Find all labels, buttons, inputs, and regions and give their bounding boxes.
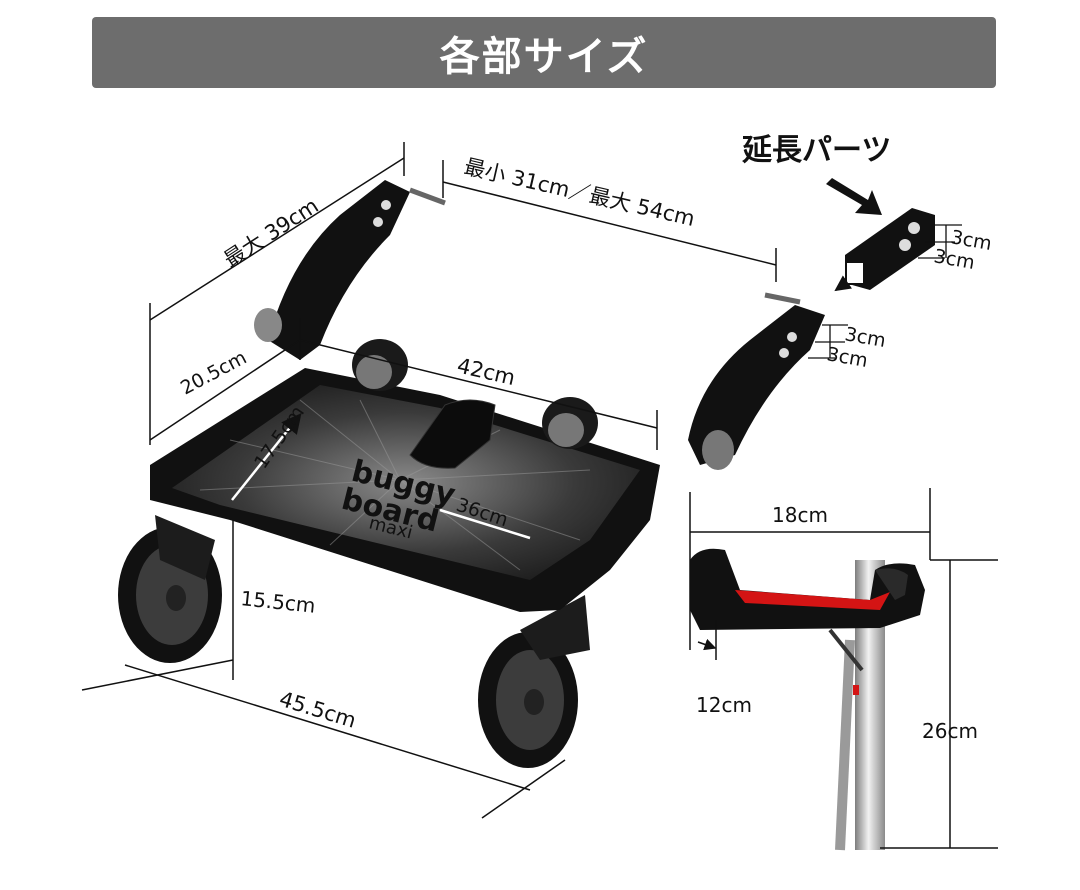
label-handle-height: 20.5cm [177,347,250,400]
right-arm [688,305,825,465]
label-board-width: 42cm [455,353,518,390]
buggy-board: buggy board maxi [118,180,825,768]
label-top-span: 最小 31cm／最大 54cm [462,154,697,230]
label-wheel-height: 15.5cm [239,586,316,618]
label-base-width: 45.5cm [277,687,359,733]
extension-part [834,208,935,292]
center-grip [409,399,496,469]
board-arrows [231,413,531,540]
page-title: 各部サイズ [439,33,649,80]
rear-wheel [118,515,222,663]
callout-arrow [826,178,882,215]
front-wheel [478,595,590,768]
dimension-lines [81,142,777,819]
header-bar: 各部サイズ [92,17,996,88]
seat-detail [690,548,925,851]
seat-dim-lines [689,488,998,849]
extension-label: 延長パーツ [741,133,891,168]
label-seat-depth: 12cm [696,693,752,717]
ext-dim-lines [808,224,962,359]
label-seat-height: 26cm [922,719,978,743]
label-seat-width: 18cm [772,503,828,527]
